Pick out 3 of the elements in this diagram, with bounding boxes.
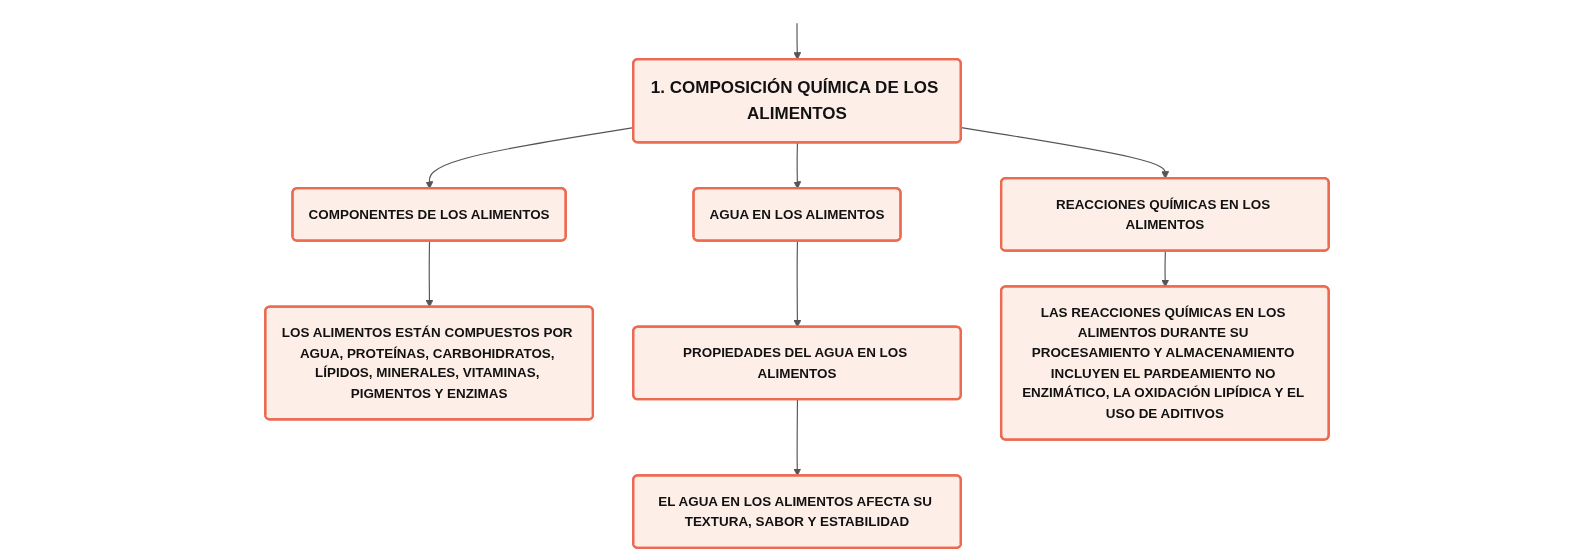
arrow [960, 127, 1170, 179]
arrow [793, 142, 802, 189]
arrow [793, 22, 802, 60]
